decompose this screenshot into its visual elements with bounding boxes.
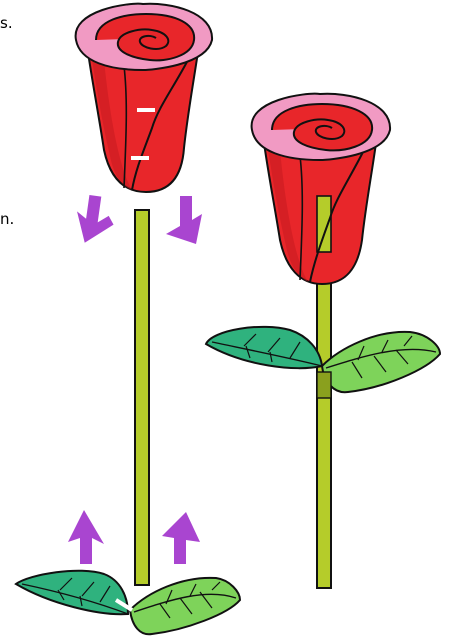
arrow-up-left <box>68 510 104 564</box>
rose-head-right <box>252 94 390 284</box>
arrow-down-right <box>166 196 202 244</box>
rose-head-left <box>76 4 212 192</box>
stem-through-leaves <box>317 372 331 398</box>
arrow-down-left <box>73 194 117 247</box>
stem-inside-cup <box>317 196 331 252</box>
leaf-left-b <box>130 578 240 634</box>
leaves-left <box>16 571 240 635</box>
slit-lower <box>131 156 149 160</box>
leaf-right-b <box>322 332 440 392</box>
arrow-up-right <box>162 512 200 564</box>
slit-upper <box>137 108 155 112</box>
stem-left <box>135 210 149 585</box>
